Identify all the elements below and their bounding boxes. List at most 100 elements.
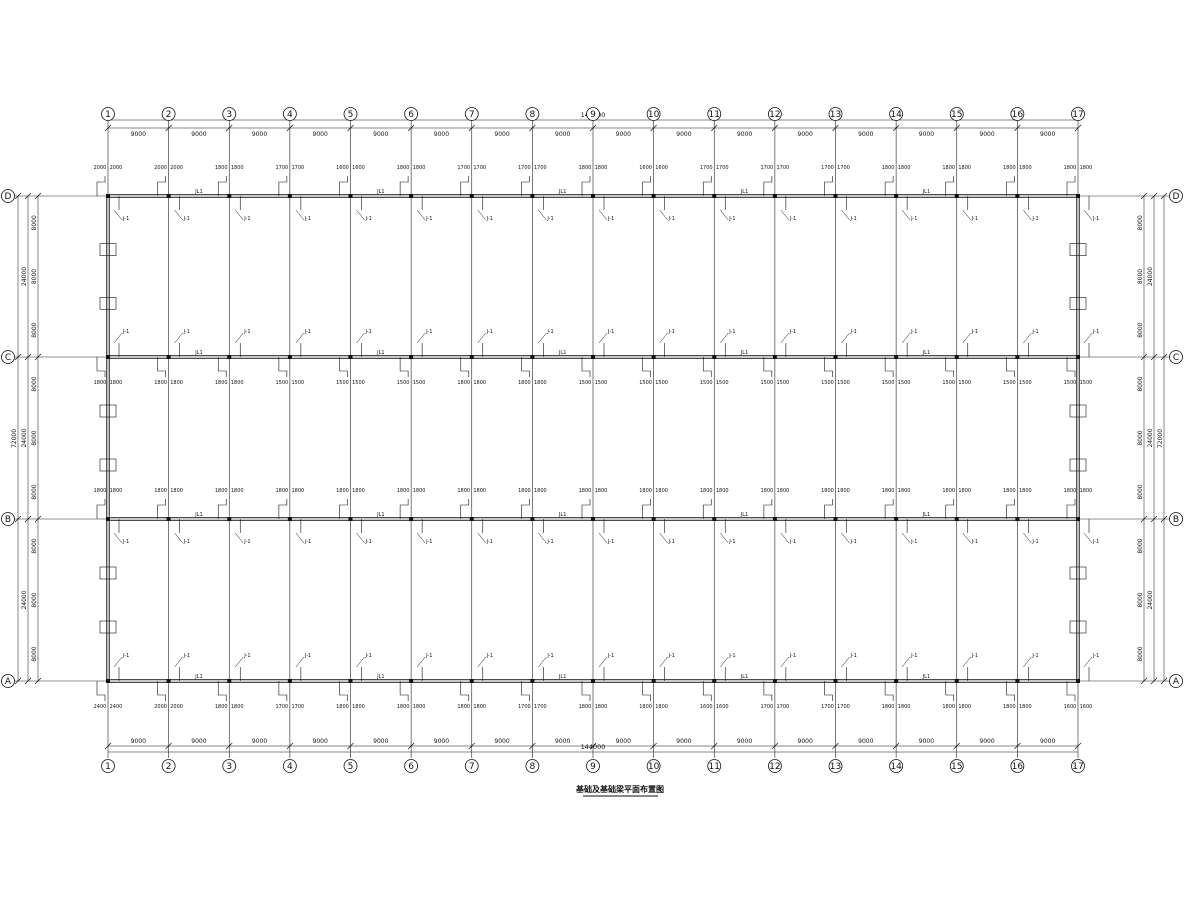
column-marker [651,517,656,521]
footing-tag: J-1 [728,329,735,335]
bay-dimension: 9000 [798,738,813,745]
section-leader [841,656,850,668]
footing-tag: J-1 [910,539,917,545]
grid-lines [14,118,1170,758]
footing-tag: J-1 [789,539,796,545]
section-leader [538,532,547,544]
dim-tick [832,742,839,750]
footing-tag: J-1 [668,653,675,659]
footing-dim-right: 2000 [170,704,183,710]
sub-span-dim: 8000 [1137,484,1144,499]
column-marker [1076,679,1080,683]
footing-tag: J-1 [728,216,735,222]
footing-outline [96,357,106,377]
bubble-label: A [1173,677,1180,687]
footing-dim-right: 1600 [352,165,365,171]
footing-dim-left: 1700 [821,165,834,171]
grid-bubble-2-top: 2 [161,107,176,121]
section-leader [538,209,547,221]
beam-label: JL1 [376,512,384,518]
wind-column-footing [99,566,117,580]
grid-bubble-A-left: A [1,674,15,688]
bubble-circle [464,107,479,121]
section-leader [1023,532,1032,544]
footing-tag: J-1 [183,329,190,335]
column-marker [833,517,838,521]
beam-label: JL1 [558,189,566,195]
grid-bubble-14-bottom: 14 [889,759,904,773]
bay-dimension: 9000 [131,131,146,138]
grid-bubble-15-top: 15 [949,107,964,121]
footing-outline [1066,357,1076,377]
grid-bubble-11-bottom: 11 [707,759,722,773]
section-leader [1083,532,1093,544]
column-marker [894,517,899,521]
section-leader [235,656,244,668]
dim-tick [771,124,779,132]
overall-width: 72000 [1157,429,1164,448]
section-leader [659,209,668,221]
footing-tag: J-1 [546,653,553,659]
footing-dim-left: 1700 [700,165,713,171]
column-marker [772,517,777,521]
footing-tag: J-1 [243,653,250,659]
footing-dim-left: 1800 [336,488,349,494]
column-marker [591,194,595,198]
footing-tag: J-1 [789,653,796,659]
footing-dim-right: 1700 [837,165,850,171]
dim-tick [1014,742,1021,750]
beam-label: JL1 [558,350,566,356]
bubble-circle [161,759,176,773]
footing-dim-right: 1700 [473,165,486,171]
footing-outline [824,176,833,196]
sub-span-dim: 8000 [1137,592,1144,607]
wind-column-footing [99,620,117,634]
column-marker [287,355,292,359]
bubble-label: 15 [951,762,962,772]
column-marker [106,517,110,521]
section-leader [416,332,426,344]
vert-dim-tick [14,677,22,685]
dim-tick [892,742,900,750]
bubble-circle [646,759,661,773]
overall-length: 144000 [581,743,606,751]
dim-tick [286,742,294,750]
vert-dim-tick [1150,192,1158,200]
bubble-circle [1169,350,1183,364]
bubble-circle [586,107,600,121]
section-leader [659,532,668,544]
footing-tag: J-1 [850,539,857,545]
footing-tag: J-1 [304,539,311,545]
footing-dim-right: 1800 [352,704,365,710]
vert-dim-tick [1140,677,1148,685]
footing-outline [763,681,773,701]
vert-dim-tick [1150,515,1158,523]
section-leader [356,209,365,221]
bay-dimension: 9000 [979,131,994,138]
bubble-label: 8 [530,762,536,772]
footing-outline [1066,499,1076,519]
footing-tag: J-1 [789,329,796,335]
grid-bubble-1-top: 1 [101,107,115,121]
footing-tag: J-1 [1031,329,1038,335]
footing-tag: J-1 [486,653,493,659]
wind-column-footing [1069,566,1087,580]
footing-tag: J-1 [1092,329,1099,335]
footing-tag: J-1 [365,329,372,335]
bubble-label: 4 [287,110,293,120]
vert-dim-tick [34,515,42,523]
footing-dim-left: 1500 [276,380,289,386]
grid-bubble-6-bottom: 6 [404,759,419,773]
footing-outline [581,357,591,377]
footing-dim-left: 1800 [457,704,470,710]
